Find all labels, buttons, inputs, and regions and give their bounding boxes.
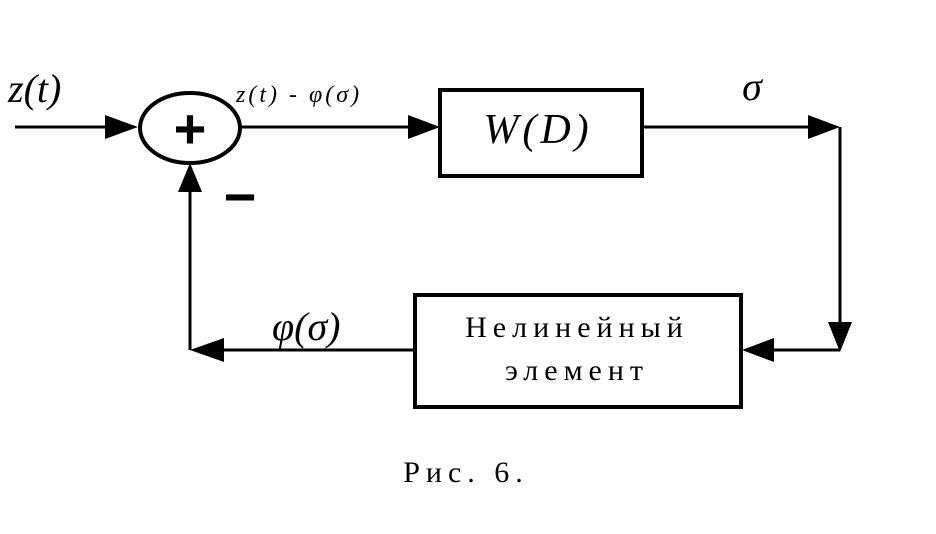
feedback-arrow xyxy=(190,338,415,362)
feedback-signal-label: φ(σ) xyxy=(272,304,341,349)
feedback-up-arrow xyxy=(178,163,202,350)
nonlinear-block-label-line1: Нелинейный xyxy=(465,311,689,344)
output-signal-label: σ xyxy=(742,64,763,109)
nonlinear-block-label-line2: элемент xyxy=(505,354,649,387)
summer-plus-sign: + xyxy=(174,97,207,160)
nonlinear-input-arrow xyxy=(742,338,840,362)
figure-caption: Рис. 6. xyxy=(403,456,529,489)
linear-block-label: W(D) xyxy=(483,107,592,153)
input-arrow xyxy=(15,115,138,139)
input-signal-label: z(t) xyxy=(7,66,61,111)
error-arrow xyxy=(240,115,440,139)
output-down-arrow xyxy=(828,127,852,352)
nonlinear-block xyxy=(413,293,743,409)
linear-block xyxy=(438,88,644,178)
summer-minus-sign: − xyxy=(224,165,257,228)
error-signal-label: z(t) - φ(σ) xyxy=(235,82,362,108)
output-arrow xyxy=(642,115,840,139)
